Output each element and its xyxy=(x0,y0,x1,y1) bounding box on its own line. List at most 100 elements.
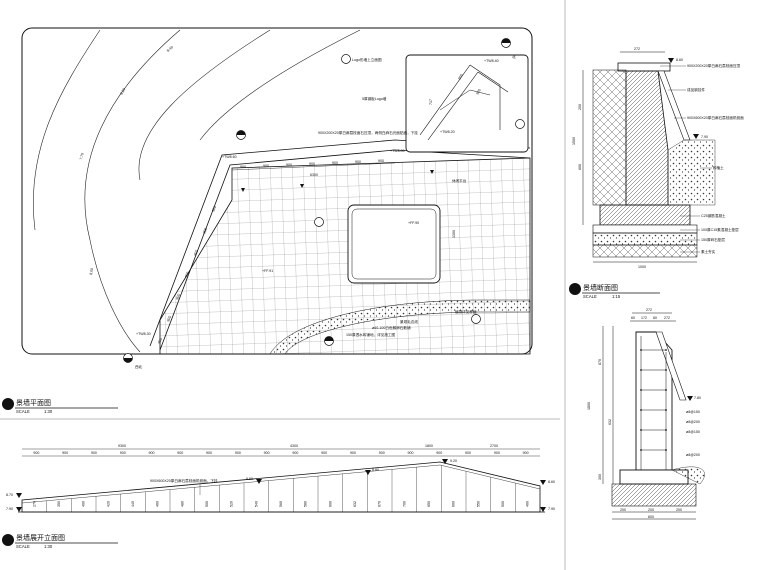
section-footing xyxy=(599,204,691,226)
elev-seg-dim-label: 900 xyxy=(149,451,155,455)
plan-side-dim-label: 900 xyxy=(175,293,181,300)
section-soil-left xyxy=(592,69,627,206)
elev-seg-dim-label: 900 xyxy=(120,451,126,455)
elev-level-4: 9.20 xyxy=(450,459,457,463)
detail-top-dim: 272 xyxy=(646,308,652,312)
section-title: 景墙断面图 xyxy=(583,283,618,292)
plan-left-level: +FF.91 xyxy=(262,269,273,273)
section-view: 272 1000 200 600 1500 8.60 7.90 900X20 xyxy=(572,47,744,269)
section-wall xyxy=(625,70,669,206)
plan-stw-3: +TW8.40 xyxy=(484,59,499,63)
plan-contour-2: 8.20 xyxy=(119,87,126,95)
elevation-scale-word: SCALE xyxy=(16,544,30,549)
elev-height-label: 270 xyxy=(32,501,36,507)
elevation-title: 景墙展开立面图 xyxy=(16,533,65,542)
elev-seg-dim-label: 900 xyxy=(494,451,500,455)
elev-level-3: 8.80 xyxy=(372,468,379,472)
plan-dim-label: 900 xyxy=(309,162,315,166)
plan-gravel-note: 景观毛边线 xyxy=(400,319,418,324)
plan-paving-note: 150厚透水砖铺地，详见施工图 xyxy=(346,332,396,337)
plan-inner-dim-0: 717 xyxy=(429,99,433,105)
plan-gravel-note2: ø60-100白色鹅卵石散铺 xyxy=(372,325,411,330)
detail-bottom-0: 200 xyxy=(620,508,626,512)
plan-stw-0: +TW8.60 xyxy=(222,155,237,159)
elev-height-label: 600 xyxy=(328,501,332,507)
elev-seg-dim-label: 900 xyxy=(350,451,356,455)
plan-scale: 1:30 xyxy=(44,409,53,414)
elev-seg-dim-label: 900 xyxy=(264,451,270,455)
elev-height-label: 400 xyxy=(82,501,86,507)
detail-footing xyxy=(611,483,697,507)
plan-title-block: 景墙平面图 SCALE 1:30 xyxy=(2,398,118,414)
elev-height-label: 500 xyxy=(205,501,209,507)
plan-plant-note: 植物详见种植 xyxy=(455,309,477,314)
detail-sub-0: 60 xyxy=(631,316,635,320)
section-base-3: 素土夯实 xyxy=(701,249,716,254)
detail-bottom-2: 200 xyxy=(676,508,682,512)
logo-inset xyxy=(405,54,529,153)
section-base-1: 100厚C15素混凝土垫层 xyxy=(701,227,739,232)
elev-seg-dim-label: 900 xyxy=(436,451,442,455)
detail-bottom-1: 200 xyxy=(648,508,654,512)
section-left-dim-2: 1500 xyxy=(572,137,576,145)
elev-seg-dim-label: 900 xyxy=(321,451,327,455)
elev-height-label: 700 xyxy=(402,501,406,507)
detail-sub-1: 172 xyxy=(641,316,647,320)
elev-level-2: 8.60 xyxy=(246,477,253,481)
elev-top-dim-3: 2700 xyxy=(490,444,498,448)
plan-dim-label: 900 xyxy=(263,164,269,168)
section-note-0: 900X200X20厚白麻石荔枝面压顶 xyxy=(687,63,741,68)
elev-seg-dim-label: 900 xyxy=(523,451,529,455)
plan-north: 北 xyxy=(512,54,516,59)
section-left-dim-1: 600 xyxy=(578,164,582,170)
elev-seg-dim-label: 900 xyxy=(292,451,298,455)
elev-height-label: 600 xyxy=(452,501,456,507)
elev-height-label: 460 xyxy=(526,501,530,507)
elev-level-5: 8.60 xyxy=(548,480,555,484)
plan-dim-total: 6300 xyxy=(310,173,318,177)
plan-dim-label: 900 xyxy=(378,159,384,163)
elev-seg-dim-label: 900 xyxy=(379,451,385,455)
plan-inner-dim-1: 900 xyxy=(457,73,463,80)
elev-seg-dim-label: 900 xyxy=(33,451,39,455)
elev-height-label: 440 xyxy=(131,501,135,507)
elev-top-dim-1: 4300 xyxy=(290,444,298,448)
section-bottom-total: 1000 xyxy=(638,265,646,269)
elev-height-label: 480 xyxy=(180,501,184,507)
plan-logo-note: Logo形墙上立面图 xyxy=(352,57,382,62)
detail-bottom-total: 600 xyxy=(648,515,654,519)
plan-side-dim-label: 900 xyxy=(193,249,199,256)
plan-stw-2: +TW8.00 xyxy=(390,149,405,153)
elev-height-label: 460 xyxy=(156,501,160,507)
plan-contour-3: 8.40 xyxy=(166,45,174,53)
level-markers xyxy=(241,170,434,192)
detail-bar-3: ø8@200 xyxy=(686,453,700,457)
section-title-block: 景墙断面图 SCALE 1:15 xyxy=(569,283,660,299)
plan-side-dim-label: 900 xyxy=(202,227,208,234)
plan-stone-note: 900X200X20厚白麻荔枝面石压顶，两侧白麻石光面贴面，下挂 xyxy=(318,130,418,135)
detail-left-3: 300 xyxy=(598,474,602,480)
elevation-joints xyxy=(46,465,516,512)
plan-side-dim-label: 900 xyxy=(211,205,217,212)
section-base-0: C25钢筋混凝土 xyxy=(701,213,726,218)
section-fill-note: 种植土 xyxy=(713,165,724,170)
elev-seg-dim-label: 900 xyxy=(177,451,183,455)
elev-level-0: 8.70 xyxy=(6,493,13,497)
plan-dim-label: 900 xyxy=(355,160,361,164)
plan-logo-label: 5厚钢板Logo墙 xyxy=(362,96,387,101)
elev-seg-dim-label: 900 xyxy=(235,451,241,455)
plan-center-level: +FF.90 xyxy=(408,221,419,225)
detail-rebar xyxy=(640,336,667,480)
section-note-1: 成品钢挂件 xyxy=(687,87,705,92)
plan-west-mark: 西北 xyxy=(135,364,143,369)
elev-height-label: 632 xyxy=(353,501,357,507)
section-scale: 1:15 xyxy=(612,294,621,299)
elev-seg-dim-label: 900 xyxy=(206,451,212,455)
elev-seg-dim-label: 900 xyxy=(465,451,471,455)
plan-contour-0: 7.70 xyxy=(79,152,85,160)
plan-side-dim-label: 900 xyxy=(184,271,190,278)
section-scale-word: SCALE xyxy=(583,294,597,299)
section-top-level: 8.60 xyxy=(676,58,683,62)
elev-height-label: 350 xyxy=(57,501,61,507)
